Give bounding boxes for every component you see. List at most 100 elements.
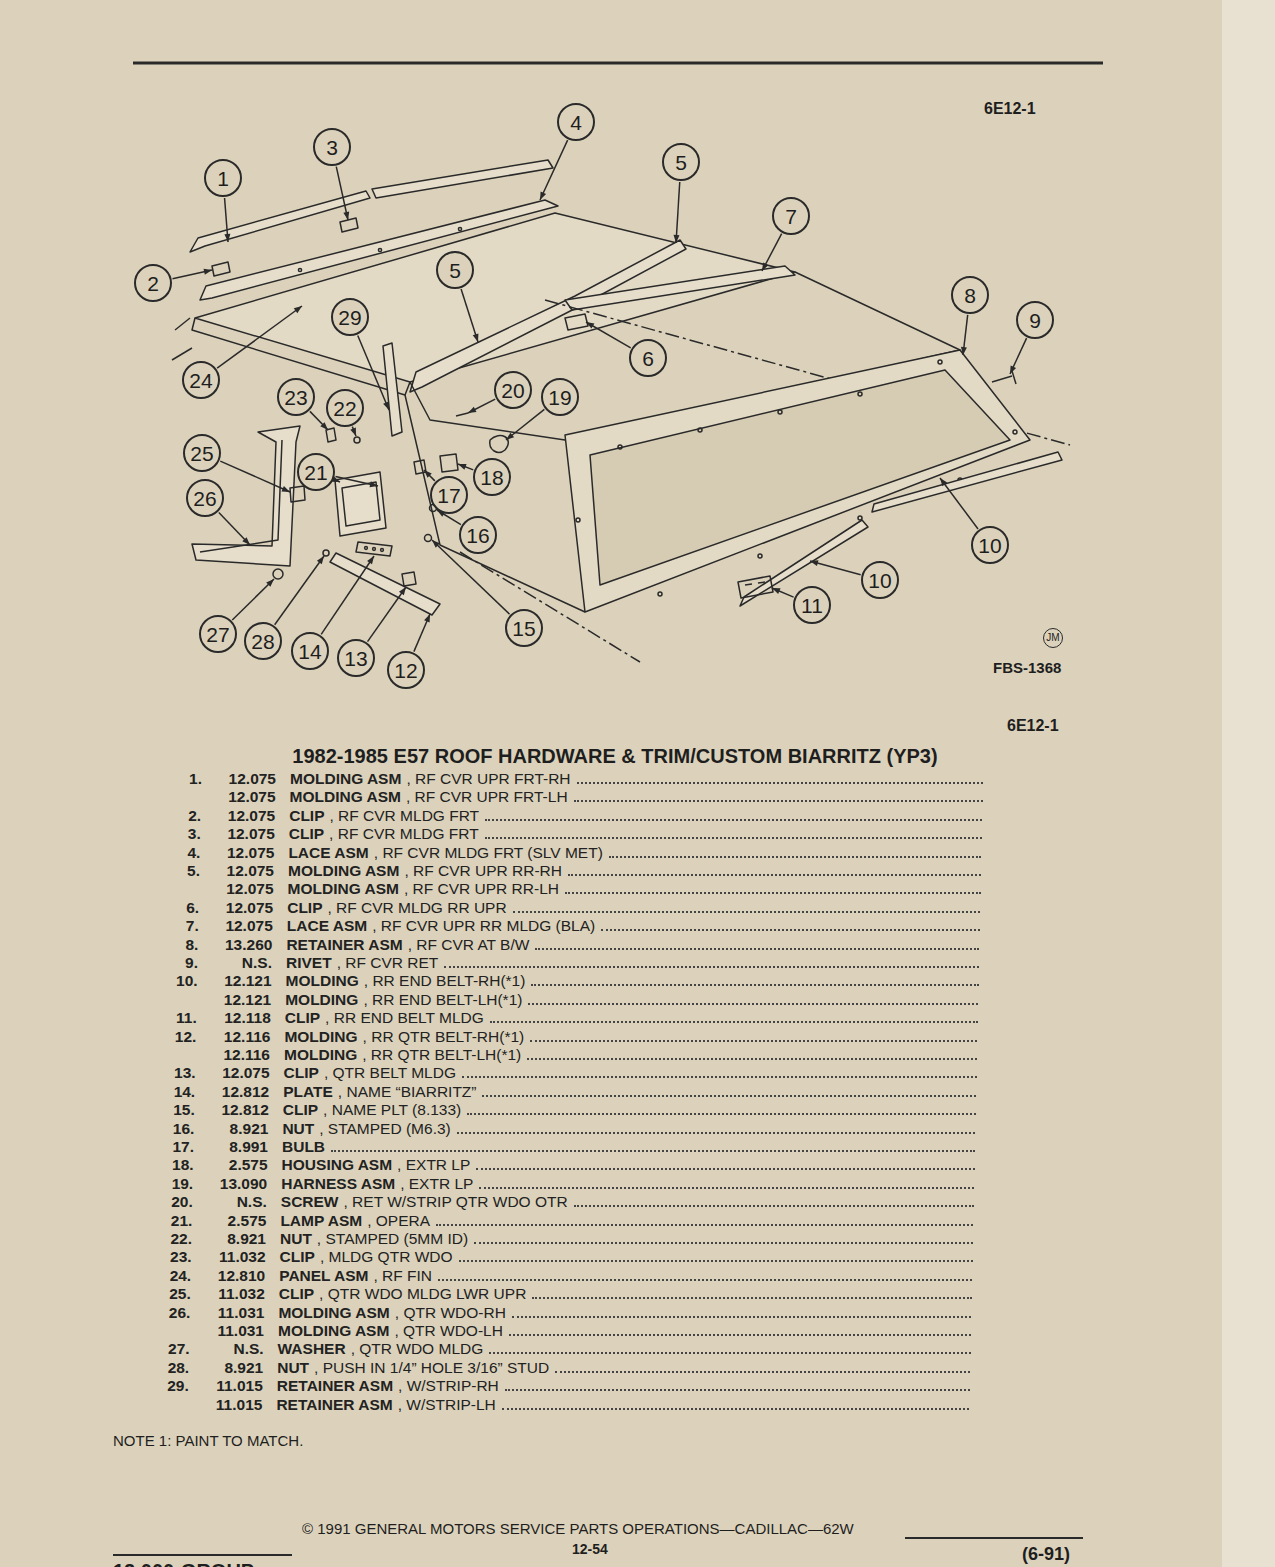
dot [381, 549, 384, 552]
hole [378, 248, 381, 251]
parts-row: 19.13.090HARNESS ASM, EXTR LP [101, 1175, 976, 1193]
dot-leader [436, 1212, 973, 1226]
part-text: MOLDING ASM, RF CVR UPR FRT-RH [290, 770, 983, 788]
callout-number: 4 [570, 112, 582, 133]
part-text: MOLDING, RR END BELT-RH(*1) [286, 972, 979, 990]
part-description: , RR QTR BELT-RH(*1) [363, 1028, 525, 1046]
callout-number: 23 [284, 387, 307, 408]
item-number: 5. [108, 862, 200, 880]
part-name: RETAINER ASM [277, 1377, 393, 1395]
dot-leader [531, 972, 978, 986]
callout-circle: 19 [541, 378, 579, 416]
callout-circle: 6 [629, 339, 667, 377]
screw [456, 413, 468, 416]
parts-row: 1.12.075MOLDING ASM, RF CVR UPR FRT-RH [110, 770, 985, 788]
part-name: BULB [282, 1138, 325, 1156]
dot-leader [609, 844, 982, 858]
callout-circle: 11 [793, 586, 831, 624]
callout-number: 11 [801, 595, 823, 616]
parts-row: 9.N.S.RIVET, RF CVR RET [106, 954, 981, 972]
leader-arrow [350, 427, 356, 436]
top-rule [133, 62, 1103, 65]
callout-number: 15 [512, 618, 535, 639]
part-group: 12.121 [199, 991, 271, 1009]
part-name: MOLDING ASM [288, 862, 399, 880]
nameplate [356, 542, 392, 556]
leader-arrow [772, 588, 781, 594]
dot [373, 548, 376, 551]
part-text: BULB [282, 1138, 975, 1156]
hole [938, 360, 942, 364]
callout-number: 5 [675, 152, 687, 173]
dot-leader [438, 1267, 972, 1281]
part-group: 12.075 [202, 844, 274, 862]
part-name: CLIP [285, 1009, 320, 1027]
part-text: CLIP, NAME PLT (8.133) [283, 1101, 976, 1119]
callout-number: 14 [298, 641, 321, 662]
callout-circle: 9 [1016, 301, 1054, 339]
part-name: MOLDING [284, 1046, 357, 1064]
parts-row: 7.12.075LACE ASM, RF CVR UPR RR MLDG (BL… [107, 917, 982, 935]
callout-circle: 23 [277, 378, 315, 416]
part-description: , MLDG QTR WDO [320, 1248, 453, 1266]
callout-circle: 16 [459, 516, 497, 554]
callout-number: JM [1046, 633, 1059, 643]
item-number: 4. [108, 844, 200, 862]
clip [290, 486, 305, 502]
part-name: MOLDING ASM [288, 880, 399, 898]
part-group: 8.921 [194, 1230, 266, 1248]
callout-number: 28 [251, 631, 274, 652]
parts-row: 24.12.810PANEL ASM, RF FIN [99, 1267, 974, 1285]
part-text: RETAINER ASM, W/STRIP-LH [276, 1396, 969, 1414]
page-title: 1982-1985 E57 ROOF HARDWARE & TRIM/CUSTO… [200, 745, 1030, 768]
part-description: , RR END BELT MLDG [325, 1009, 484, 1027]
callout-number: 6 [642, 348, 654, 369]
callout-circle: 1 [204, 159, 242, 197]
parts-row: 16.8.921NUT, STAMPED (M6.3) [102, 1120, 977, 1138]
hole [576, 518, 580, 522]
body-line [175, 318, 190, 330]
part-name: NUT [277, 1359, 309, 1377]
c-pillar [405, 395, 585, 612]
front-molding [372, 160, 553, 198]
item-number: 27. [98, 1340, 190, 1358]
leader-line [275, 556, 324, 625]
clip [212, 262, 230, 276]
part-text: SCREW, RET W/STRIP QTR WDO OTR [281, 1193, 974, 1211]
part-name: MOLDING ASM [290, 770, 401, 788]
rear-molding [410, 240, 686, 392]
item-number: 15. [103, 1101, 195, 1119]
item-number: 10. [106, 972, 198, 990]
callout-circle: 12 [387, 651, 425, 689]
parts-row: 6.12.075CLIP, RF CVR MLDG RR UPR [107, 899, 982, 917]
part-name: CLIP [284, 1064, 319, 1082]
leader-arrow [424, 614, 430, 623]
part-description: , RR END BELT-LH(*1) [363, 991, 522, 1009]
clip [402, 572, 416, 586]
parts-row: 5.12.075MOLDING ASM, RF CVR UPR RR-RH [108, 862, 983, 880]
leader-line [424, 470, 435, 481]
part-text: LACE ASM, RF CVR UPR RR MLDG (BLA) [287, 917, 980, 935]
parts-row: 17.8.991BULB [102, 1138, 977, 1156]
callout-number: 26 [193, 488, 216, 509]
callout-number: 25 [190, 443, 213, 464]
dot-leader [574, 788, 983, 802]
part-name: NUT [280, 1230, 312, 1248]
part-description: , RF FIN [373, 1267, 432, 1285]
part-name: CLIP [289, 807, 324, 825]
roof-panel [195, 213, 795, 382]
dot-leader [502, 1396, 970, 1410]
dot-leader [489, 1340, 970, 1354]
callout-circle: 24 [182, 361, 220, 399]
dot-leader [457, 1120, 976, 1134]
parts-row: 2.12.075CLIP, RF CVR MLDG FRT [109, 807, 984, 825]
callout-number: 10 [868, 570, 891, 591]
callout-circle: 21 [297, 453, 335, 491]
leader-line [358, 335, 389, 410]
dot-leader [509, 1322, 971, 1336]
leader-line [940, 478, 978, 529]
hole [698, 428, 702, 432]
item-number: 6. [107, 899, 199, 917]
leader-arrow [399, 587, 406, 595]
dot-leader [459, 1248, 973, 1262]
